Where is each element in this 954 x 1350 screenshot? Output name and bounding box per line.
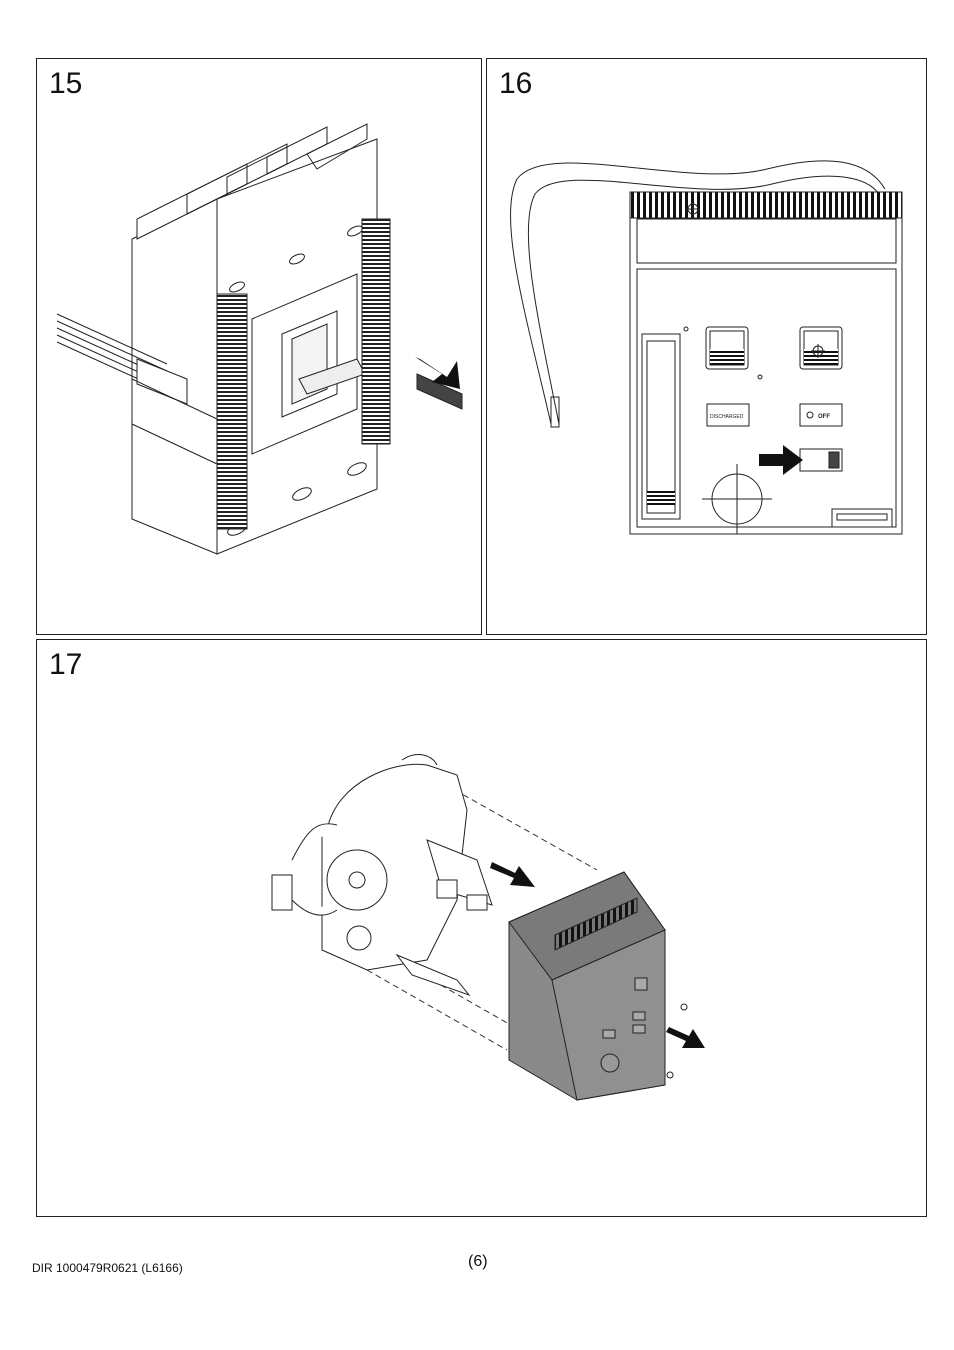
- breaker-illustration: [37, 59, 483, 636]
- cover-removal-illustration: [37, 640, 928, 1218]
- panel-15: 15: [36, 58, 482, 635]
- page-number: (6): [468, 1253, 488, 1271]
- remove-arrow-1: [490, 862, 535, 887]
- off-label: OFF: [818, 414, 830, 420]
- cover-front-illustration: DISCHARGED OFF: [487, 59, 928, 636]
- document-code: DIR 1000479R0621 (L6166): [32, 1261, 183, 1275]
- panel-17: 17: [36, 639, 927, 1217]
- discharged-label: DISCHARGED: [710, 414, 744, 420]
- remove-arrow-2: [666, 1027, 705, 1048]
- panel-16: 16: [486, 58, 927, 635]
